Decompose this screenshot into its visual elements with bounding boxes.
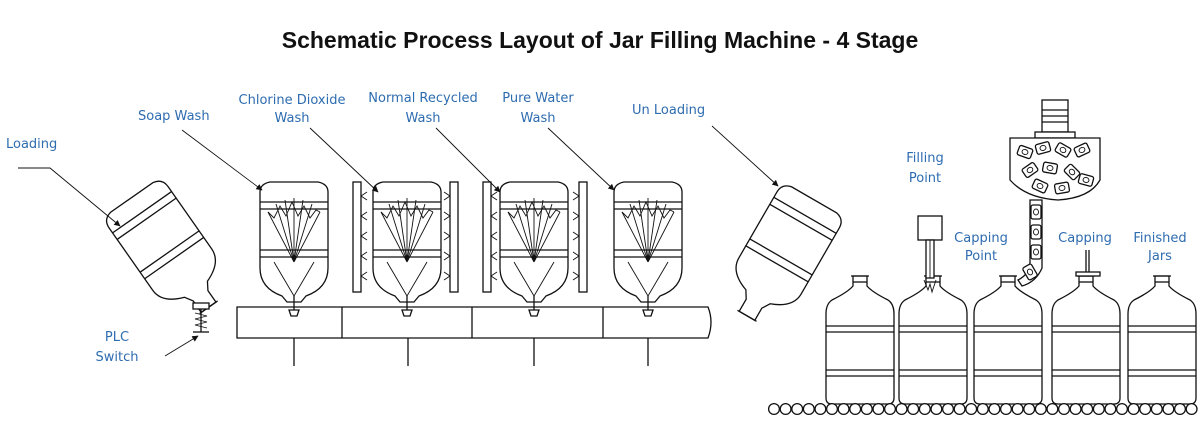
- roller: [1069, 402, 1082, 416]
- roller: [953, 402, 966, 416]
- cap-hopper: [1009, 99, 1101, 287]
- jar-3: [973, 275, 1043, 405]
- label-loading: Loading: [6, 137, 57, 152]
- label-pure-1: Pure Water: [502, 91, 574, 106]
- chlorine-wash-jar: [372, 181, 442, 317]
- roller: [988, 402, 1001, 416]
- wash-conveyor: [236, 306, 712, 366]
- label-filling-2: Point: [909, 171, 941, 186]
- roller: [1185, 402, 1198, 416]
- roller: [941, 402, 955, 416]
- roller: [930, 402, 943, 416]
- label-finished-2: Jars: [1147, 249, 1172, 264]
- roller: [849, 402, 862, 416]
- label-capping-point-1: Capping: [954, 231, 1008, 246]
- label-recycled-2: Wash: [405, 111, 440, 126]
- label-filling-1: Filling: [906, 151, 943, 166]
- roller: [779, 402, 792, 416]
- roller: [883, 402, 897, 416]
- roller: [1104, 402, 1117, 416]
- roller: [1173, 402, 1187, 416]
- roller: [860, 402, 873, 416]
- roller: [1057, 402, 1071, 416]
- jar-4: [1051, 275, 1121, 405]
- label-plc-2: Switch: [96, 350, 139, 365]
- roller: [918, 402, 931, 416]
- loading-jar: [105, 180, 218, 315]
- unloading-jar: [735, 185, 842, 322]
- label-soap-wash: Soap Wash: [138, 109, 210, 124]
- label-capping: Capping: [1058, 231, 1112, 246]
- labels: Loading Soap Wash Chlorine Dioxide Wash …: [6, 91, 1187, 365]
- roller: [767, 402, 781, 416]
- roller: [907, 402, 920, 416]
- roller: [872, 402, 885, 416]
- jar-2: [898, 275, 968, 405]
- page-title: Schematic Process Layout of Jar Filling …: [282, 27, 919, 53]
- roller: [1011, 402, 1024, 416]
- leader-pure: [547, 127, 615, 191]
- leader-soap-wash: [181, 129, 263, 191]
- roller: [837, 402, 850, 416]
- filling-nozzle: [917, 215, 943, 294]
- recycled-wash-jar: [499, 181, 569, 317]
- roller: [1150, 402, 1163, 416]
- roller: [1034, 402, 1047, 416]
- label-unloading: Un Loading: [632, 103, 705, 118]
- leader-loading: [18, 167, 121, 227]
- label-pure-2: Wash: [520, 111, 555, 126]
- roller: [802, 402, 815, 416]
- roller-conveyor: [767, 402, 1198, 416]
- pure-water-wash-jar: [613, 181, 683, 317]
- label-recycled-1: Normal Recycled: [368, 91, 477, 106]
- leader-unloading: [711, 125, 779, 187]
- roller: [825, 402, 839, 416]
- label-capping-point-2: Point: [965, 249, 997, 264]
- roller: [1023, 402, 1036, 416]
- label-plc-1: PLC: [105, 330, 129, 345]
- roller: [791, 402, 804, 416]
- roller: [1162, 402, 1175, 416]
- leader-lines: [18, 125, 779, 357]
- roller: [1139, 402, 1152, 416]
- roller: [895, 402, 908, 416]
- jar-5: [1127, 275, 1197, 405]
- plc-switch: [192, 302, 210, 333]
- leader-chlorine: [309, 127, 379, 193]
- capping-press: [1075, 250, 1101, 277]
- leader-plc: [164, 335, 199, 357]
- roller: [999, 402, 1013, 416]
- leader-recycled: [435, 127, 501, 193]
- jar-1: [825, 275, 895, 405]
- label-finished-1: Finished: [1133, 231, 1186, 246]
- roller: [1127, 402, 1140, 416]
- roller: [1115, 402, 1129, 416]
- roller: [1092, 402, 1105, 416]
- roller: [1046, 402, 1059, 416]
- label-chlorine-1: Chlorine Dioxide: [239, 93, 346, 108]
- label-chlorine-2: Wash: [274, 111, 309, 126]
- roller: [976, 402, 989, 416]
- roller: [1081, 402, 1094, 416]
- roller: [965, 402, 978, 416]
- roller: [814, 402, 827, 416]
- soap-wash-jar: [259, 181, 329, 317]
